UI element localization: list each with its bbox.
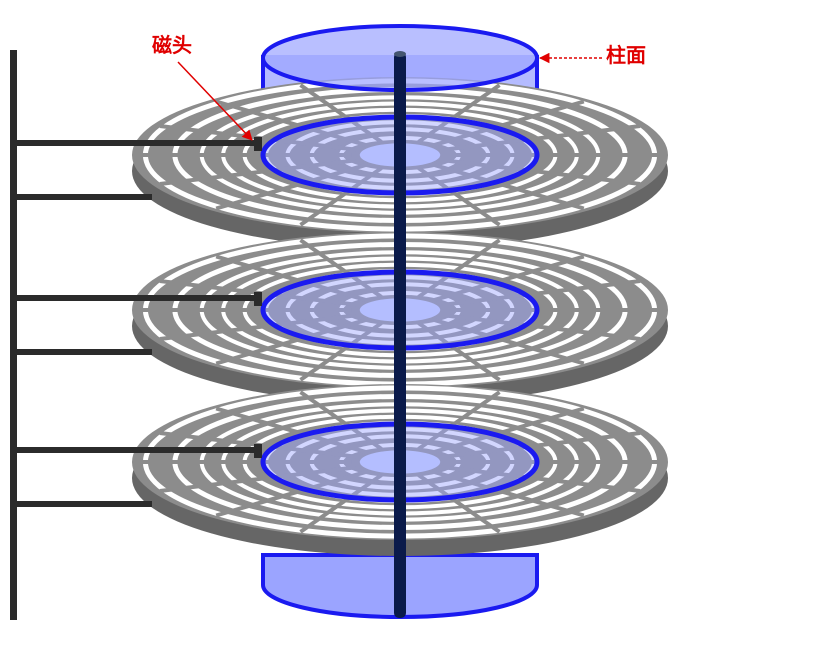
sector-divider [299,166,383,227]
sector-divider [159,313,356,341]
spindle [394,52,406,618]
sector-divider [433,318,585,366]
platter-bottom [12,384,668,556]
actuator-bar [10,50,17,620]
sector-divider [444,465,641,493]
platter-middle [12,232,668,404]
sector-divider [299,473,383,534]
head-pointer-arrow [177,61,253,141]
head-arm-upper [12,447,260,453]
sector-divider [417,166,501,227]
sector-divider [417,83,501,144]
read-write-head [254,444,262,458]
head-arm-lower [12,501,152,507]
sector-divider [215,99,367,147]
head-arm-lower [12,194,152,200]
read-write-head [254,292,262,306]
sector-divider [444,431,641,459]
sector-divider [159,465,356,493]
sector-divider [444,158,641,186]
spindle-cap [394,51,406,57]
head-arm-upper [12,295,260,301]
sector-divider [444,313,641,341]
sector-divider [417,321,501,382]
head-arm-lower [12,349,152,355]
sector-divider [215,318,367,366]
sector-divider [299,238,383,299]
sector-divider [433,163,585,211]
sector-divider [215,470,367,518]
sector-divider [433,99,585,147]
sector-divider [417,390,501,451]
head-arm-upper [12,140,260,146]
sector-divider [417,238,501,299]
cylinder-label: 柱面 [606,43,646,67]
sector-divider [215,254,367,302]
sector-divider [433,406,585,454]
sector-divider [417,473,501,534]
read-write-head [254,137,262,151]
sector-divider [215,406,367,454]
sector-divider [433,254,585,302]
sector-divider [444,124,641,152]
platter-stack [12,24,668,619]
head-label: 磁头 [152,33,192,57]
sector-divider [433,470,585,518]
sector-divider [299,390,383,451]
sector-divider [299,83,383,144]
sector-divider [215,163,367,211]
sector-divider [444,279,641,307]
sector-divider [159,158,356,186]
sector-divider [299,321,383,382]
